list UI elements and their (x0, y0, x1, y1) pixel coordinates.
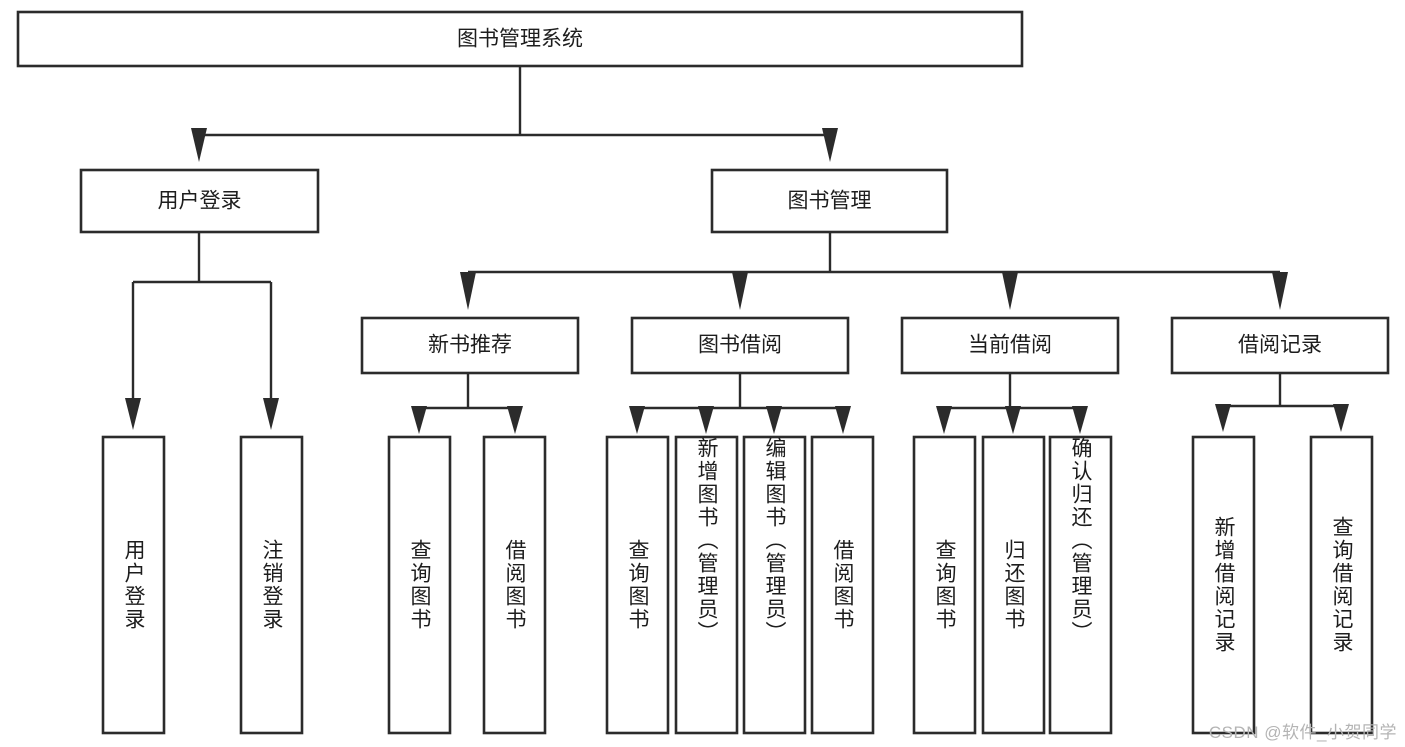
node-label-root: 图书管理系统 (457, 28, 583, 51)
arrow-head-icon (507, 406, 523, 434)
node-box-leaf-query-book-a[interactable] (387, 435, 452, 735)
node-boxes: 图书管理系统 用户登录 图书管理 新书推荐 图书借阅 当前借阅 借阅记录 (16, 10, 1390, 735)
node-box-leaf-add-record[interactable] (1191, 435, 1256, 735)
arrow-head-icon (936, 406, 952, 434)
node-label-current-borrow: 当前借阅 (968, 334, 1052, 357)
arrow-head-icon (1272, 272, 1288, 310)
node-label-borrow-records: 借阅记录 (1238, 334, 1322, 357)
node-box-book-borrow[interactable] (630, 316, 850, 375)
csdn-watermark: CSDN @软件_小贺同学 (1208, 723, 1397, 742)
node-label-book-borrow: 图书借阅 (698, 334, 782, 357)
arrow-head-icon (732, 272, 748, 310)
connector-group-records (1215, 373, 1349, 432)
connector-group-current (936, 373, 1088, 434)
arrow-head-icon (263, 398, 279, 430)
arrow-head-icon (822, 128, 838, 162)
connector-group-login (125, 232, 279, 430)
node-label-new-book-recommend: 新书推荐 (428, 334, 512, 357)
node-box-user-login[interactable] (79, 168, 320, 234)
node-box-leaf-query-book-c[interactable] (912, 435, 977, 735)
node-box-book-management[interactable] (710, 168, 949, 234)
node-box-leaf-query-record[interactable] (1309, 435, 1374, 735)
arrow-head-icon (1002, 272, 1018, 310)
connector-group-root (191, 66, 838, 162)
node-box-leaf-logout[interactable] (239, 435, 304, 735)
connector-group-newbooks (411, 373, 523, 434)
node-box-leaf-borrow-book-b[interactable] (810, 435, 875, 735)
arrow-head-icon (766, 406, 782, 434)
arrow-head-icon (125, 398, 141, 430)
node-box-current-borrow[interactable] (900, 316, 1120, 375)
arrow-head-icon (1072, 406, 1088, 434)
node-box-borrow-records[interactable] (1170, 316, 1390, 375)
arrow-head-icon (835, 406, 851, 434)
node-label-user-login: 用户登录 (158, 190, 242, 213)
node-box-leaf-add-book-admin[interactable] (674, 435, 739, 735)
arrow-head-icon (1333, 404, 1349, 432)
node-box-root[interactable] (16, 10, 1024, 68)
node-box-leaf-query-book-b[interactable] (605, 435, 670, 735)
node-box-leaf-confirm-return-admin[interactable] (1048, 435, 1113, 735)
arrow-head-icon (698, 406, 714, 434)
node-label-book-management: 图书管理 (788, 190, 872, 213)
arrow-head-icon (411, 406, 427, 434)
connector-group-bookmgmt (460, 232, 1288, 310)
connector-group-borrow (629, 373, 851, 434)
arrow-head-icon (191, 128, 207, 162)
arrow-head-icon (629, 406, 645, 434)
arrow-head-icon (1215, 404, 1231, 432)
node-box-new-book-recommend[interactable] (360, 316, 580, 375)
node-box-leaf-return-book[interactable] (981, 435, 1046, 735)
arrow-head-icon (1005, 406, 1021, 434)
arrow-head-icon (460, 272, 476, 310)
node-box-leaf-edit-book-admin[interactable] (742, 435, 807, 735)
node-box-leaf-user-login[interactable] (101, 435, 166, 735)
node-box-leaf-borrow-book-a[interactable] (482, 435, 547, 735)
